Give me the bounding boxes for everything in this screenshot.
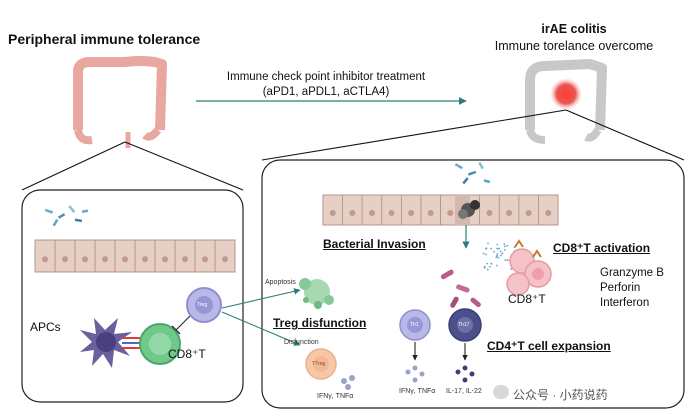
- cytokine-item: Granzyme B: [600, 267, 664, 279]
- right-title-line2: Immune torelance overcome: [494, 39, 654, 53]
- cd4-expansion-label: CD4⁺T cell expansion: [487, 339, 611, 353]
- treatment-text: Immune check point inhibitor treatment (…: [206, 70, 446, 100]
- ifn-tnf-mid-label: IFNγ, TNFα: [399, 388, 436, 395]
- treg-disfunction-label: Treg disfunction: [273, 316, 367, 330]
- right-panel: [261, 159, 685, 409]
- treatment-line2: (aPD1, aPDL1, aCTLA4): [262, 86, 390, 98]
- ifn-tnf-left-label: IFNγ, TNFα: [317, 393, 354, 400]
- colon-healthy-icon: [73, 56, 167, 148]
- wechat-icon: [493, 385, 509, 399]
- disfunction-label: Disfunction: [284, 339, 319, 346]
- right-title-line1: irAE colitis: [541, 22, 607, 36]
- th1-cell-label: Th1: [410, 322, 419, 328]
- apcs-label: APCs: [30, 320, 61, 334]
- il17-il22-label: IL-17, IL-22: [446, 388, 482, 395]
- receptor-links: [122, 337, 142, 349]
- right-title: irAE colitis Immune torelance overcome: [474, 21, 674, 55]
- bacteria-left-icon: [44, 205, 89, 227]
- cd8-left-label: CD8⁺T: [168, 347, 206, 361]
- cd8-activated-cells-icon: [506, 239, 552, 296]
- cd8-activation-label: CD8⁺T activation: [553, 241, 651, 255]
- apoptosis-label: Apoptosis: [265, 279, 296, 286]
- ttreg-cell-label: TTreg: [312, 361, 326, 367]
- epithelium-right: [322, 194, 559, 226]
- treg-cell-label: Treg: [197, 302, 208, 308]
- left-panel: [21, 189, 244, 403]
- cytokine-item: Interferon: [600, 297, 650, 309]
- th17-cell-label: Th17: [458, 322, 470, 328]
- cd8-right-label: CD8⁺T: [508, 292, 546, 306]
- apc-cell-icon: [80, 318, 132, 368]
- colon-inflamed-icon: [525, 59, 607, 144]
- watermark-text: 公众号 · 小药说药: [513, 388, 608, 402]
- bacteria-right-icon: [454, 161, 491, 185]
- bacteria-invading-icon: [440, 269, 481, 308]
- bacterial-invasion-label: Bacterial Invasion: [323, 237, 426, 251]
- cytokine-item: Perforin: [600, 282, 641, 294]
- epithelium-left: [34, 239, 236, 273]
- apoptosis-cell-icon: [299, 278, 334, 309]
- treatment-line1: Immune check point inhibitor treatment: [226, 71, 426, 83]
- cytokine-list: Granzyme B Perforin Interferon: [600, 266, 664, 311]
- left-title: Peripheral immune tolerance: [8, 31, 201, 47]
